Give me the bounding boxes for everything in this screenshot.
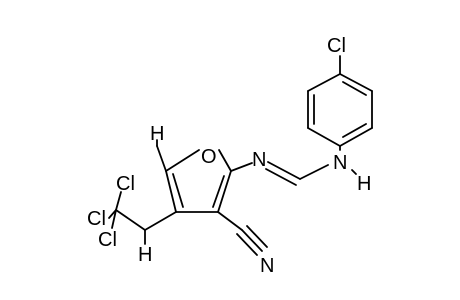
bond-ring-3 — [339, 127, 373, 147]
bond-furan-c4-c5 — [165, 170, 177, 213]
bond-cn-triple-3 — [236, 233, 258, 256]
bond-cn-triple-1 — [241, 229, 263, 252]
bond-ring-inner-1 — [342, 81, 367, 96]
bond-ring-6 — [307, 73, 341, 92]
atom-n-nitrile: N — [260, 255, 274, 277]
bond-ch-n-1 — [267, 161, 301, 180]
atom-cl-a: Cl — [116, 173, 135, 195]
atom-labels: Cl N H N O H Cl Cl Cl H N — [87, 35, 371, 277]
bond-furan-c4-c5-double — [172, 173, 184, 208]
bond-c4-ch2 — [144, 211, 177, 231]
bond-c5-methyl — [156, 145, 167, 172]
bond-ring-inner-2 — [342, 123, 367, 138]
bond-furan-c2-c3-double — [212, 175, 225, 208]
bond-furan-c2-c3 — [217, 170, 232, 213]
bond-ring-1 — [339, 73, 373, 92]
bond-c-cl-c — [111, 209, 117, 229]
bond-furan-c5-o — [165, 149, 200, 172]
atom-cl-para: Cl — [327, 35, 346, 57]
atom-h-methyl: H — [150, 123, 164, 145]
bond-c-cl-a — [115, 191, 122, 211]
bond-furan-o-c2 — [218, 149, 232, 172]
bond-n-h — [351, 169, 357, 175]
bond-cn-triple-2 — [246, 225, 268, 248]
bond-ch2-ccl3 — [115, 209, 146, 231]
atom-cl-c: Cl — [98, 229, 117, 251]
bond-c3-cn — [217, 211, 243, 231]
atom-h-amine: H — [357, 173, 371, 195]
atom-o-furan: O — [201, 146, 217, 168]
atom-n-imine: N — [252, 149, 266, 171]
bond-lines — [108, 55, 373, 256]
atom-h-ch2: H — [138, 244, 152, 266]
bond-n-furan — [230, 162, 253, 172]
bond-ch-n-2 — [265, 168, 297, 186]
bond-ring-4 — [307, 127, 341, 147]
atom-n-amine: N — [333, 152, 347, 174]
bond-nh-ch — [299, 164, 329, 180]
atom-cl-b: Cl — [87, 208, 106, 230]
